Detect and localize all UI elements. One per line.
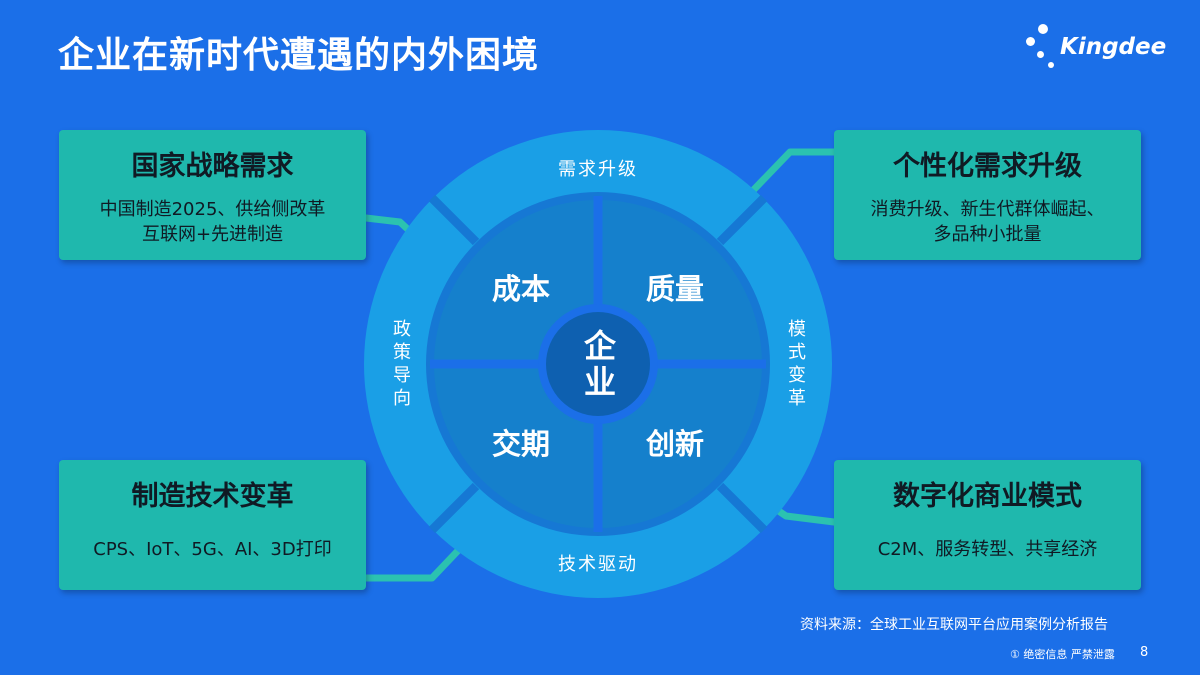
kingdee-logo: Kingdee xyxy=(1024,24,1167,74)
ring-label-model: 模式变革 xyxy=(788,319,806,409)
card-text: 消费升级、新生代群体崛起、 多品种小批量 xyxy=(870,199,1105,245)
quadrant-cost: 成本 xyxy=(492,272,550,306)
connector-bottom-left xyxy=(362,534,474,582)
center-label: 企 xyxy=(584,327,617,365)
card-personalized-demand: 个性化需求升级 消费升级、新生代群体崛起、 多品种小批量 xyxy=(834,130,1141,260)
quadrant-quality: 质量 xyxy=(646,272,704,306)
ring-divider xyxy=(716,194,768,246)
card-title: 制造技术变革 xyxy=(131,481,294,512)
ring-label-demand: 需求升级 xyxy=(558,159,638,180)
card-title: 个性化需求升级 xyxy=(893,151,1082,182)
source-note: 资料来源：全球工业互联网平台应用案例分析报告 xyxy=(800,617,1108,633)
card-text: CPS、IoT、5G、AI、3D打印 xyxy=(93,539,332,560)
ring-divider xyxy=(428,482,480,534)
slide-title: 企业在新时代遭遇的内外困境 xyxy=(58,35,540,76)
page-number: 8 xyxy=(1140,645,1149,660)
confidential-notice: ① 绝密信息 严禁泄露 xyxy=(1010,648,1115,661)
quadrant-innovation: 创新 xyxy=(645,427,704,461)
card-digital-business-model: 数字化商业模式 C2M、服务转型、共享经济 xyxy=(834,460,1141,590)
ring-divider xyxy=(716,482,768,534)
quadrant-delivery: 交期 xyxy=(492,427,550,461)
ring-label-policy: 政策导向 xyxy=(393,319,411,409)
card-title: 数字化商业模式 xyxy=(893,481,1082,512)
card-national-strategy: 国家战略需求 中国制造2025、供给侧改革 互联网+先进制造 xyxy=(59,130,366,260)
connector-top-right xyxy=(736,148,838,208)
ring-divider xyxy=(428,194,480,246)
logo-dot xyxy=(1038,24,1048,34)
card-text: C2M、服务转型、共享经济 xyxy=(877,539,1098,560)
logo-dot xyxy=(1026,37,1035,46)
card-text: 中国制造2025、供给侧改革 互联网+先进制造 xyxy=(99,199,326,245)
card-title: 国家战略需求 xyxy=(131,151,294,182)
center-circle xyxy=(546,312,650,416)
center-label: 业 xyxy=(584,363,616,401)
ring-label-technology: 技术驱动 xyxy=(558,554,638,575)
logo-dot xyxy=(1037,51,1044,58)
card-manufacturing-technology: 制造技术变革 CPS、IoT、5G、AI、3D打印 xyxy=(59,460,366,590)
logo-dot xyxy=(1048,62,1054,68)
logo-wordmark: Kingdee xyxy=(1060,34,1167,60)
